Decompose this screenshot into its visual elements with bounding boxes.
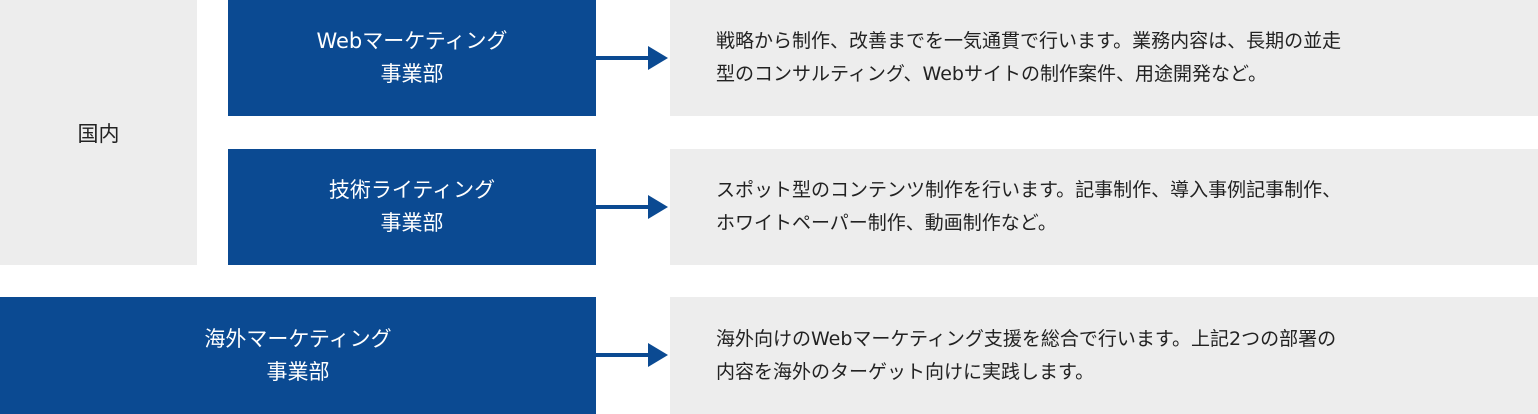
department-name-line2: 事業部	[380, 62, 444, 86]
web-marketing-department-box: Webマーケティング 事業部	[228, 0, 596, 116]
arrow-right-icon	[596, 195, 668, 219]
technical-writing-department-box: 技術ライティング 事業部	[228, 149, 596, 265]
department-name-line1: 海外マーケティング	[204, 326, 392, 351]
department-description: スポット型のコンテンツ制作を行います。記事制作、導入事例記事制作、 ホワイトペー…	[716, 179, 1342, 234]
department-description: 戦略から制作、改善までを一気通貫で行います。業務内容は、長期の並走 型のコンサル…	[716, 30, 1342, 85]
department-description: 海外向けのWebマーケティング支援を総合で行います。上記2つの部署の 内容を海外…	[716, 327, 1337, 383]
arrow-right-icon	[596, 46, 668, 70]
web-marketing-description-panel: 戦略から制作、改善までを一気通貫で行います。業務内容は、長期の並走 型のコンサル…	[670, 0, 1538, 116]
arrow-right-icon	[596, 343, 668, 367]
department-name-line2: 事業部	[266, 359, 330, 384]
overseas-marketing-description-panel: 海外向けのWebマーケティング支援を総合で行います。上記2つの部署の 内容を海外…	[670, 297, 1538, 414]
domestic-label-text: 国内	[77, 121, 120, 146]
department-name-line1: 技術ライティング	[328, 178, 496, 202]
domestic-group-label: 国内	[0, 0, 197, 265]
overseas-marketing-department-box: 海外マーケティング 事業部	[0, 297, 596, 414]
department-name-line2: 事業部	[380, 211, 444, 235]
department-name-line1: Webマーケティング	[316, 29, 508, 53]
technical-writing-description-panel: スポット型のコンテンツ制作を行います。記事制作、導入事例記事制作、 ホワイトペー…	[670, 149, 1538, 265]
